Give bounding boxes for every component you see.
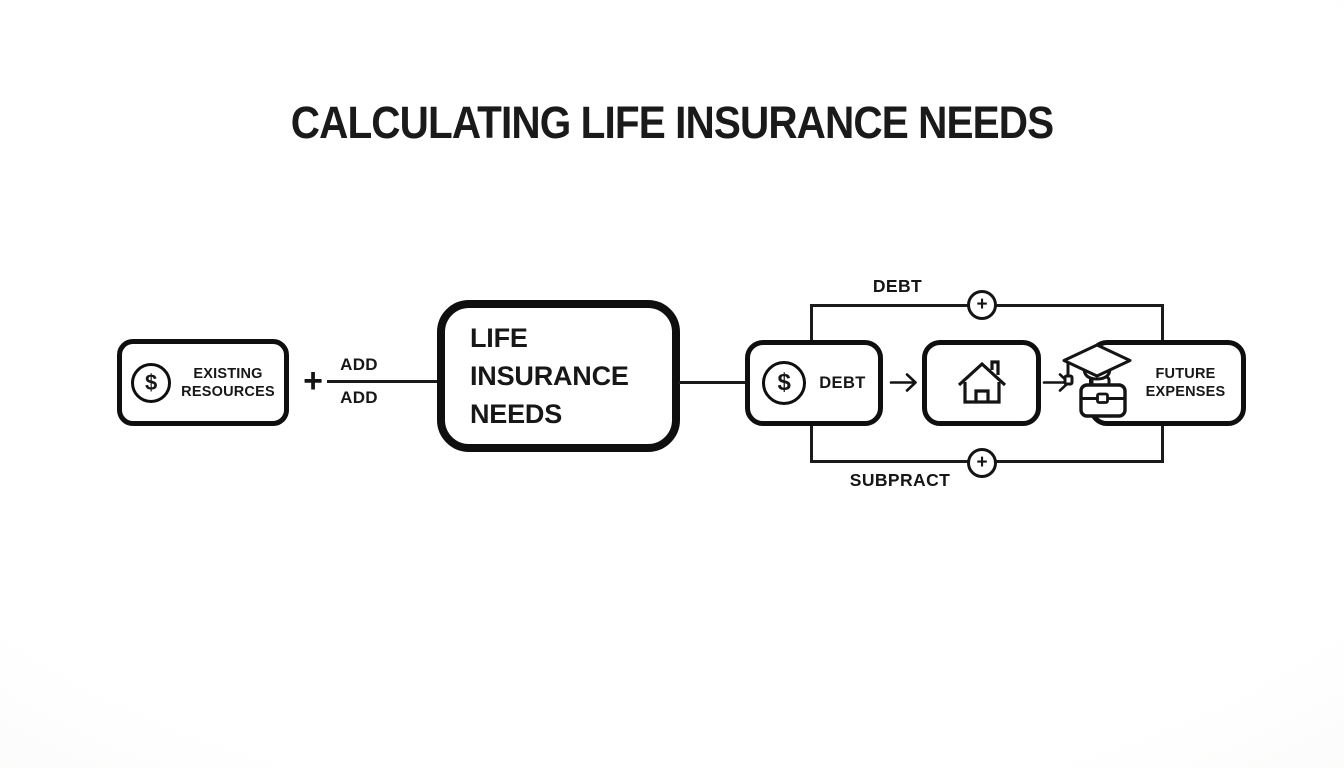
dollar-circle-icon: $ — [762, 361, 807, 405]
life-insurance-needs-label: LIFE INSURANCE NEEDS — [445, 319, 629, 433]
future-expenses-label: FUTURE EXPENSES — [1146, 365, 1226, 401]
top-path-plus-glyph: + — [976, 294, 988, 315]
arrow-right-icon — [889, 369, 919, 401]
life-insurance-needs-box: LIFE INSURANCE NEEDS — [437, 300, 680, 452]
subtract-path-label: SUBPRACT — [849, 470, 951, 490]
dollar-circle-icon: $ — [131, 362, 172, 403]
existing-resources-box: $ EXISTING RESOURCES — [117, 339, 289, 426]
top-path-line-left — [810, 306, 813, 340]
dollar-sign-glyph: $ — [777, 369, 791, 396]
life-insurance-needs-line2: INSURANCE — [470, 361, 629, 391]
home-box — [922, 340, 1041, 426]
bottom-path-line-right — [1161, 426, 1164, 462]
life-insurance-needs-line3: NEEDS — [470, 399, 563, 429]
future-expenses-label-line1: FUTURE — [1155, 366, 1216, 382]
future-expenses-label-line2: EXPENSES — [1145, 384, 1226, 400]
add-label-bottom: ADD — [340, 388, 378, 407]
bottom-path-line-left — [810, 426, 813, 462]
debt-box-label: DEBT — [819, 373, 866, 392]
add-fraction-line — [327, 380, 438, 383]
graduation-cap-briefcase-icon — [1058, 341, 1138, 427]
debt-box: $ DEBT — [745, 340, 883, 426]
add-label-top: ADD — [340, 355, 378, 374]
existing-resources-label-line1: EXISTING — [193, 365, 263, 382]
plus-operator: + — [303, 362, 323, 400]
house-icon — [955, 357, 1009, 410]
dollar-sign-glyph: $ — [145, 369, 158, 395]
connector-needs-to-debt — [678, 381, 745, 384]
life-insurance-needs-line1: LIFE — [470, 323, 528, 353]
existing-resources-label: EXISTING RESOURCES — [181, 365, 275, 401]
plus-circle-icon: + — [967, 448, 997, 478]
page-title: CALCULATING LIFE INSURANCE NEEDS — [290, 97, 1054, 148]
debt-path-label: DEBT — [872, 276, 923, 296]
bottom-path-plus-glyph: + — [976, 452, 988, 473]
plus-circle-icon: + — [967, 290, 997, 320]
existing-resources-label-line2: RESOURCES — [181, 383, 275, 400]
top-path-line-right — [1161, 306, 1164, 340]
